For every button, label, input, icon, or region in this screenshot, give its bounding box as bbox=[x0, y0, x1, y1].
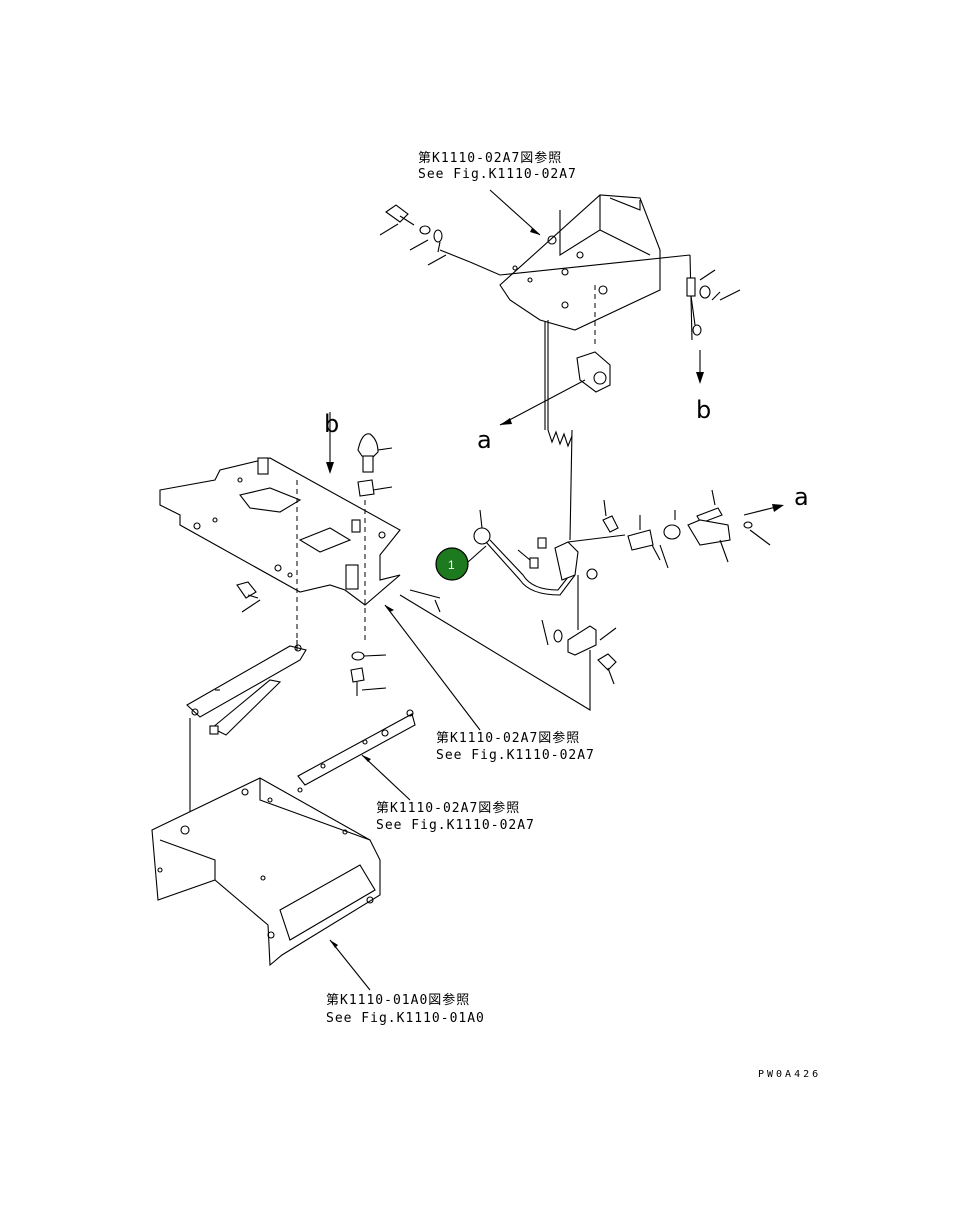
svg-text:第K1110-01A0図参照: 第K1110-01A0図参照 bbox=[326, 992, 470, 1008]
reference-leaders bbox=[329, 189, 541, 991]
turnbuckle-b bbox=[686, 254, 741, 384]
arrow-b-top bbox=[326, 412, 334, 474]
knob bbox=[357, 433, 393, 497]
reference-label-3: 第K1110-02A7図参照 See Fig.K1110-02A7 bbox=[376, 800, 535, 833]
connector-b-top: b bbox=[324, 410, 339, 438]
right-fittings bbox=[602, 489, 784, 569]
callout-number: 1 bbox=[448, 558, 455, 572]
side-rail bbox=[297, 709, 416, 786]
svg-text:第K1110-02A7図参照: 第K1110-02A7図参照 bbox=[376, 800, 520, 816]
connector-a-right: a bbox=[794, 483, 809, 511]
lower-cover bbox=[151, 777, 381, 967]
svg-text:See Fig.K1110-02A7: See Fig.K1110-02A7 bbox=[376, 818, 535, 833]
long-links bbox=[399, 589, 591, 711]
mid-block bbox=[544, 320, 611, 430]
arrow-a-left bbox=[499, 379, 586, 426]
connector-b-bottom: b bbox=[696, 396, 711, 424]
upper-bracket bbox=[499, 194, 661, 345]
svg-text:See Fig.K1110-02A7: See Fig.K1110-02A7 bbox=[436, 748, 595, 763]
reference-label-1: 第K1110-02A7図参照 See Fig.K1110-02A7 bbox=[418, 150, 577, 182]
svg-text:See Fig.K1110-01A0: See Fig.K1110-01A0 bbox=[326, 1011, 485, 1026]
svg-text:第K1110-02A7図参照: 第K1110-02A7図参照 bbox=[418, 150, 562, 166]
svg-text:第K1110-02A7図参照: 第K1110-02A7図参照 bbox=[436, 730, 580, 746]
svg-text:See Fig.K1110-02A7: See Fig.K1110-02A7 bbox=[418, 167, 577, 182]
lever-hub bbox=[517, 534, 626, 581]
spring bbox=[547, 429, 573, 541]
plate-bolts bbox=[350, 651, 387, 696]
reference-label-2: 第K1110-02A7図参照 See Fig.K1110-02A7 bbox=[436, 730, 595, 763]
right-arm bbox=[541, 575, 617, 685]
upper-rod bbox=[427, 241, 691, 276]
lever-bracket bbox=[186, 644, 307, 736]
upper-bolt bbox=[379, 204, 443, 251]
callout-marker-1[interactable]: 1 bbox=[435, 545, 487, 581]
left-bolt bbox=[236, 581, 261, 613]
connector-a-left: a bbox=[477, 426, 492, 454]
reference-label-4: 第K1110-01A0図参照 See Fig.K1110-01A0 bbox=[326, 992, 485, 1026]
drawing-code: PW0A426 bbox=[758, 1069, 821, 1080]
floor-plate bbox=[159, 457, 401, 606]
control-lever bbox=[473, 509, 576, 596]
